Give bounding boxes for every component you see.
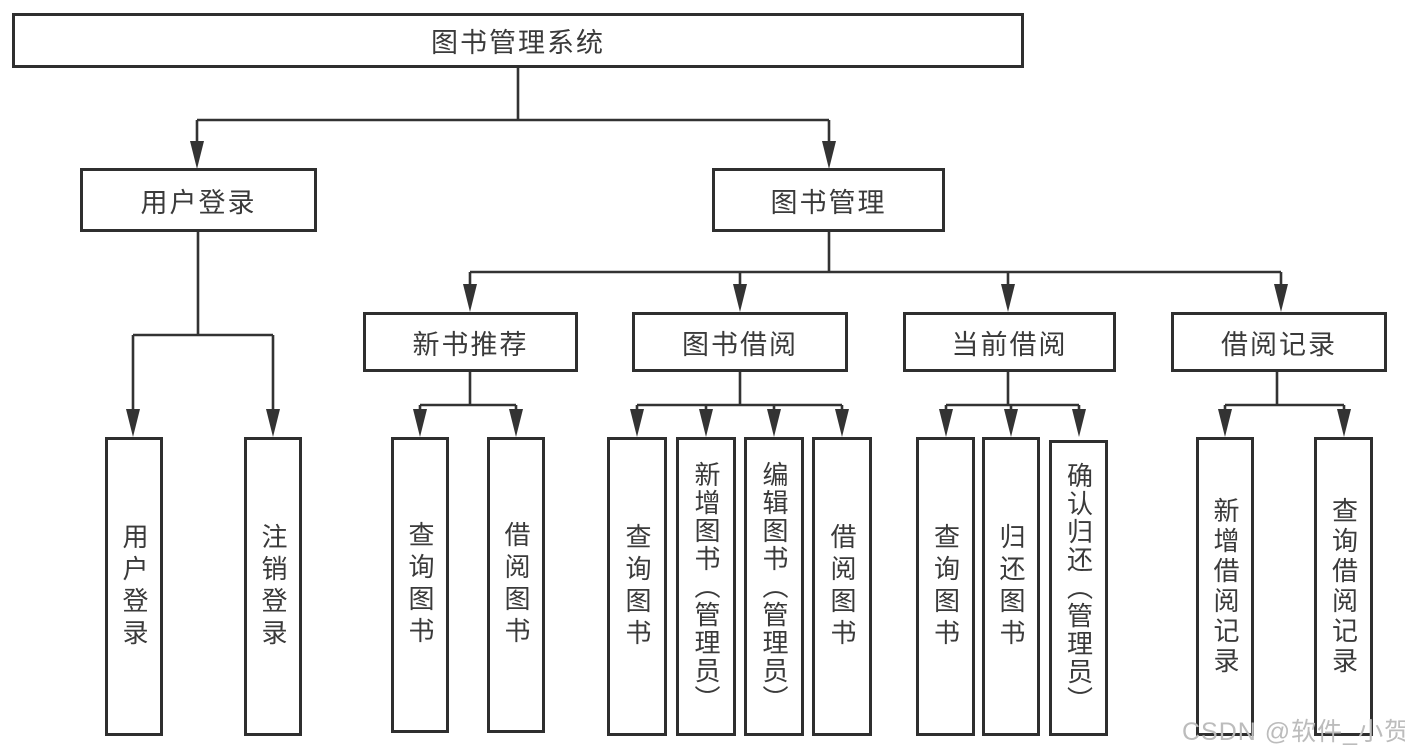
node-root: 图书管理系统 <box>12 13 1024 68</box>
node-br-add-record: 新增借阅记录 <box>1196 437 1254 736</box>
node-cb-confirm-return-admin: 确认归还（管理员） <box>1049 440 1108 736</box>
node-book-borrowing-label: 图书借阅 <box>682 329 798 360</box>
node-nbr-borrow-books: 借阅图书 <box>487 437 545 733</box>
node-bb-borrow-books: 借阅图书 <box>812 437 872 736</box>
node-new-book-recommend-label: 新书推荐 <box>412 329 529 360</box>
node-bb-query-books: 查询图书 <box>607 437 667 736</box>
node-book-management: 图书管理 <box>712 168 945 232</box>
node-nbr-query-books: 查询图书 <box>391 437 449 733</box>
node-bb-borrow-books-label: 借阅图书 <box>827 522 857 651</box>
node-new-book-recommend: 新书推荐 <box>363 312 578 372</box>
node-leaf-user-login-label: 用户登录 <box>119 522 149 651</box>
node-book-borrowing: 图书借阅 <box>632 312 848 372</box>
node-borrowing-records: 借阅记录 <box>1171 312 1387 372</box>
node-root-label: 图书管理系统 <box>431 28 605 58</box>
node-br-query-record: 查询借阅记录 <box>1314 437 1373 736</box>
node-bb-edit-books-admin-label: 编辑图书（管理员） <box>759 460 789 713</box>
node-user-login-label: 用户登录 <box>140 187 257 218</box>
node-cb-confirm-return-admin-label: 确认归还（管理员） <box>1063 462 1094 714</box>
node-bb-add-books-admin: 新增图书（管理员） <box>676 437 736 736</box>
node-bb-edit-books-admin: 编辑图书（管理员） <box>744 437 804 736</box>
node-bb-query-books-label: 查询图书 <box>622 522 652 651</box>
csdn-watermark: CSDN @软件_小贺同学 <box>1182 718 1405 746</box>
node-br-add-record-label: 新增借阅记录 <box>1210 496 1240 677</box>
node-book-management-label: 图书管理 <box>770 187 887 218</box>
node-leaf-user-login: 用户登录 <box>105 437 163 736</box>
node-cb-return-books-label: 归还图书 <box>996 522 1026 651</box>
node-borrowing-records-label: 借阅记录 <box>1221 329 1337 360</box>
node-br-query-record-label: 查询借阅记录 <box>1328 496 1359 677</box>
node-user-login: 用户登录 <box>80 168 317 232</box>
node-cb-query-books-label: 查询图书 <box>930 522 961 651</box>
node-cb-return-books: 归还图书 <box>982 437 1040 736</box>
node-nbr-query-books-label: 查询图书 <box>405 521 435 649</box>
node-leaf-logout-label: 注销登录 <box>258 522 288 651</box>
node-nbr-borrow-books-label: 借阅图书 <box>501 521 531 649</box>
node-current-borrowing: 当前借阅 <box>903 312 1116 372</box>
node-leaf-logout: 注销登录 <box>244 437 302 736</box>
node-current-borrowing-label: 当前借阅 <box>951 329 1068 360</box>
node-bb-add-books-admin-label: 新增图书（管理员） <box>691 460 721 713</box>
node-cb-query-books: 查询图书 <box>916 437 975 736</box>
